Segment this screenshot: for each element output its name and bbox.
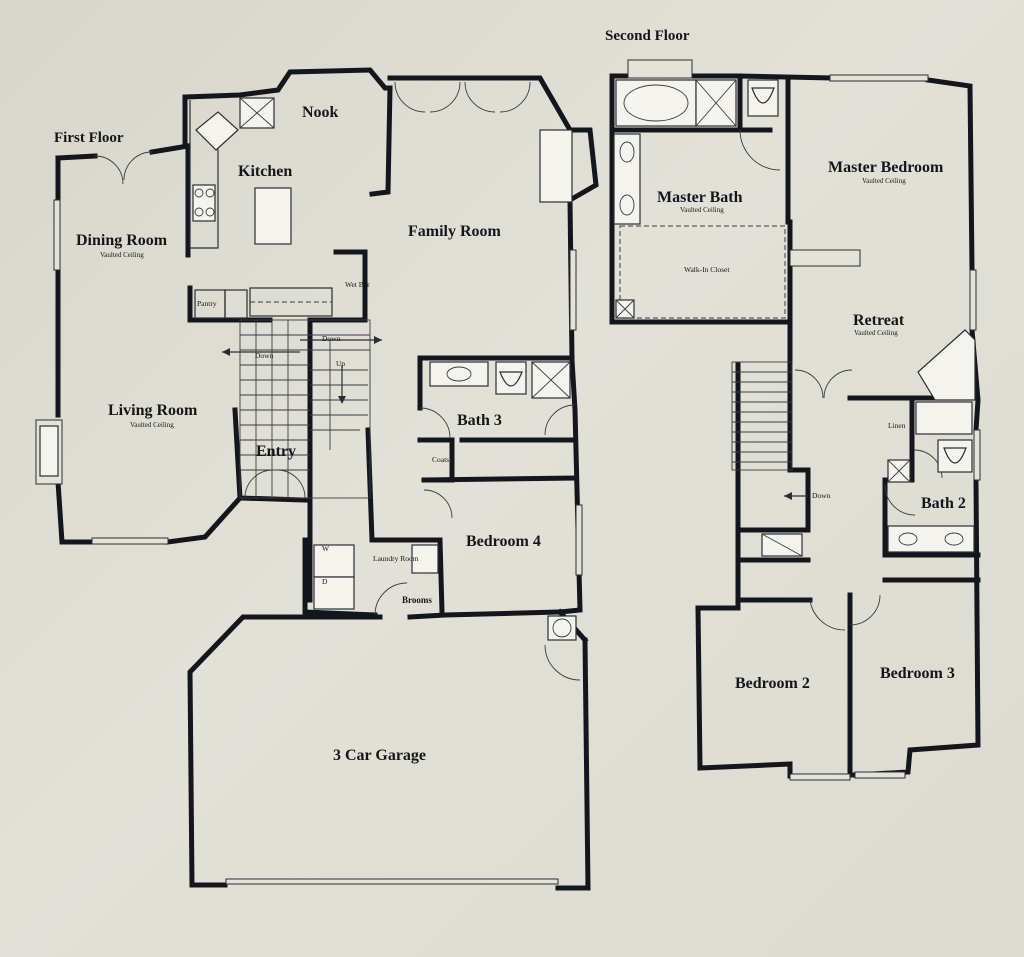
room-bedroom4-label: Bedroom 4 [466, 533, 541, 550]
washer-label: W [322, 544, 330, 553]
room-bath3-label: Bath 3 [457, 412, 502, 429]
walkin-closet-label: Walk-In Closet [684, 265, 730, 274]
brooms-label: Brooms [402, 595, 432, 605]
down-label-1: Down [255, 351, 274, 360]
second-floor-plan [609, 59, 981, 781]
room-bedroom2-label: Bedroom 2 [735, 675, 810, 692]
room-garage-label: 3 Car Garage [333, 747, 426, 764]
wet-bar-label: Wet Bar [345, 280, 370, 289]
room-living-label: Living Room [108, 402, 198, 419]
pantry-label: Pantry [197, 299, 217, 308]
living-ceiling-note: Vaulted Ceiling [130, 421, 174, 429]
laundry-label: Laundry Room [373, 554, 419, 563]
room-family-label: Family Room [408, 223, 502, 240]
room-bath2-label: Bath 2 [921, 495, 966, 512]
first-floor-plan [35, 67, 599, 891]
room-dining-label: Dining Room [76, 232, 168, 249]
room-master-bedroom-label: Master Bedroom [828, 159, 944, 176]
first-floor-title: First Floor [54, 130, 124, 146]
up-label: Up [336, 359, 345, 368]
linen-label: Linen [888, 421, 906, 430]
second-floor-title: Second Floor [605, 28, 690, 44]
dryer-label: D [322, 577, 328, 586]
master-bath-ceiling-note: Vaulted Ceiling [680, 206, 724, 214]
room-entry-label: Entry [256, 443, 296, 460]
room-kitchen-label: Kitchen [238, 163, 292, 180]
master-bedroom-ceiling-note: Vaulted Ceiling [862, 177, 906, 185]
down-label-3: Down [812, 491, 831, 500]
dining-ceiling-note: Vaulted Ceiling [100, 251, 144, 259]
coats-label: Coats [432, 455, 449, 464]
room-master-bath-label: Master Bath [657, 189, 743, 206]
room-bedroom3-label: Bedroom 3 [880, 665, 955, 682]
down-label-2: Down [322, 334, 341, 343]
room-nook-label: Nook [302, 104, 339, 121]
room-retreat-label: Retreat [853, 312, 905, 329]
retreat-ceiling-note: Vaulted Ceiling [854, 329, 898, 337]
